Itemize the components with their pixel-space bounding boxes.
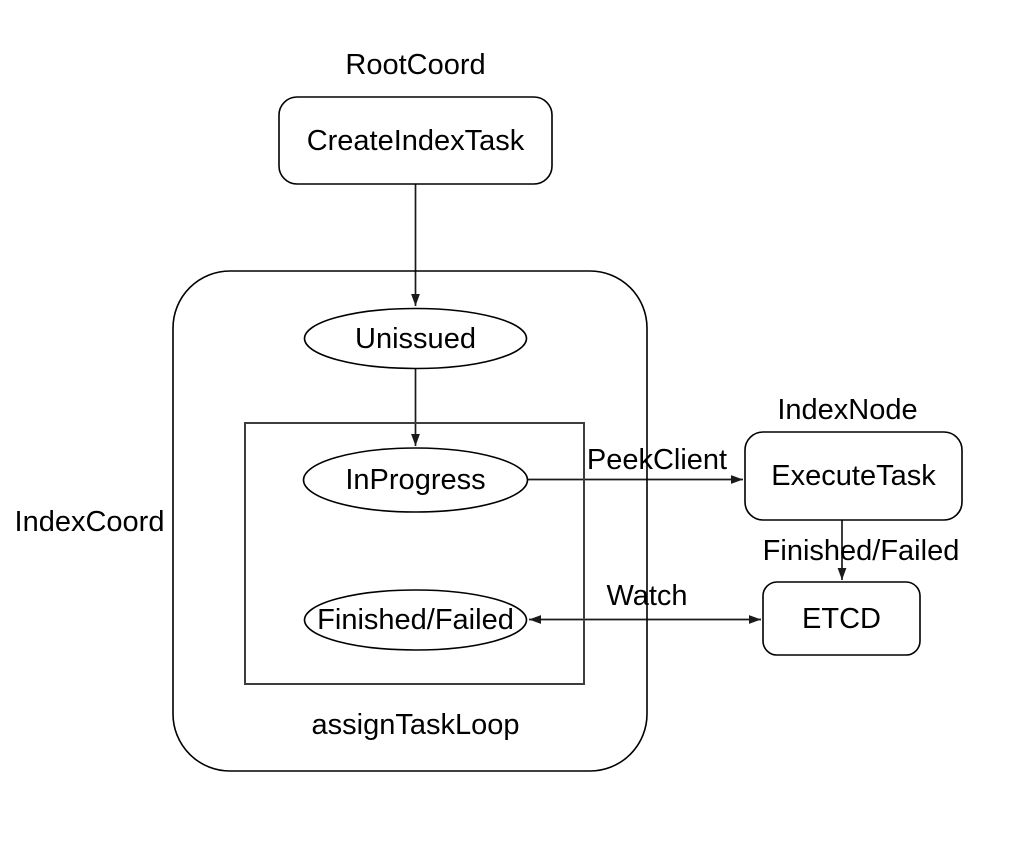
node-execute-task [744, 431, 963, 521]
assigntaskloop-container [244, 422, 585, 685]
assigntaskloop-label: assignTaskLoop [312, 709, 520, 741]
indexcoord-container [172, 270, 648, 772]
edge-label-finished-failed: Finished/Failed [763, 535, 960, 567]
node-etcd-label: ETCD [802, 603, 881, 635]
node-in-progress-label: InProgress [345, 464, 485, 496]
node-in-progress [302, 447, 529, 513]
node-etcd [762, 581, 921, 656]
node-execute-task-label: ExecuteTask [771, 460, 936, 492]
node-create-index-task-label: CreateIndexTask [307, 125, 525, 157]
edge-label-watch: Watch [606, 580, 687, 612]
node-unissued [303, 307, 528, 370]
node-finished-failed [303, 589, 528, 651]
node-unissued-label: Unissued [355, 323, 476, 355]
indexnode-lane-label: IndexNode [777, 394, 917, 426]
node-finished-failed-label: Finished/Failed [317, 604, 514, 636]
rootcoord-lane-label: RootCoord [345, 49, 485, 81]
indexcoord-lane-label: IndexCoord [15, 506, 165, 538]
node-create-index-task [278, 96, 553, 185]
edge-label-peekclient: PeekClient [587, 444, 727, 476]
